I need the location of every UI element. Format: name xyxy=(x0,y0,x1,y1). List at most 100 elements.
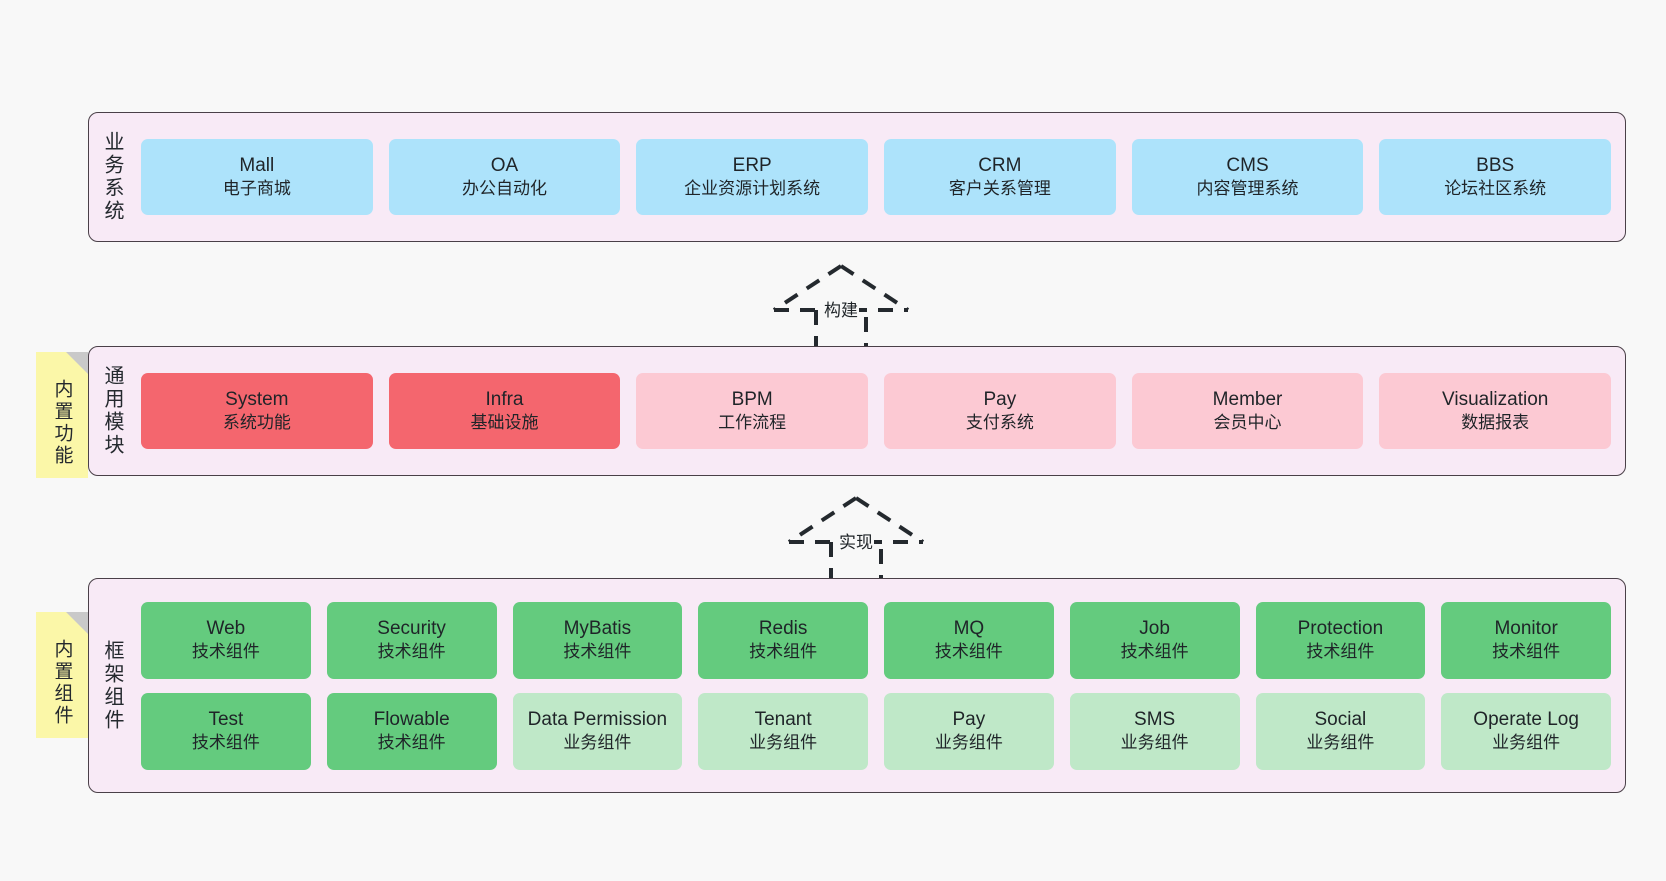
layer-business-systems: 业务系统 Mall 电子商城 OA 办公自动化 ERP 企业资源计划系统 CRM… xyxy=(88,112,1626,242)
component-subtitle: 技术组件 xyxy=(377,733,446,753)
component-name: Flowable xyxy=(373,709,450,731)
module-row: Mall 电子商城 OA 办公自动化 ERP 企业资源计划系统 CRM 客户关系… xyxy=(141,139,1612,215)
component-subtitle: 技术组件 xyxy=(934,642,1003,662)
module-erp[interactable]: ERP 企业资源计划系统 xyxy=(636,139,869,215)
component-subtitle: 技术组件 xyxy=(1306,642,1375,662)
module-bpm[interactable]: BPM 工作流程 xyxy=(636,373,869,449)
note-label: 内置组件 xyxy=(51,639,73,727)
component-subtitle: 业务组件 xyxy=(563,733,632,753)
module-mall[interactable]: Mall 电子商城 xyxy=(141,139,373,215)
module-row: Test 技术组件 Flowable 技术组件 Data Permission … xyxy=(141,692,1611,770)
component-subtitle: 技术组件 xyxy=(1120,642,1189,662)
layer-title-framework-components: 框架组件 xyxy=(101,639,123,732)
component-social[interactable]: Social 业务组件 xyxy=(1255,692,1426,770)
module-member[interactable]: Member 会员中心 xyxy=(1131,373,1364,449)
module-row: Web 技术组件 Security 技术组件 MyBatis 技术组件 Redi… xyxy=(141,601,1611,679)
module-subtitle: 数据报表 xyxy=(1461,413,1530,433)
component-subtitle: 业务组件 xyxy=(1492,733,1561,753)
component-mybatis[interactable]: MyBatis 技术组件 xyxy=(512,601,683,679)
module-crm[interactable]: CRM 客户关系管理 xyxy=(884,139,1116,215)
module-subtitle: 工作流程 xyxy=(718,413,787,433)
module-name: Infra xyxy=(485,389,524,411)
note-label: 内置功能 xyxy=(51,379,73,467)
module-subtitle: 论坛社区系统 xyxy=(1444,179,1547,199)
component-mq[interactable]: MQ 技术组件 xyxy=(884,601,1054,679)
module-subtitle: 会员中心 xyxy=(1213,413,1282,433)
component-subtitle: 业务组件 xyxy=(1306,733,1375,753)
layer-framework-components: 框架组件 Web 技术组件 Security 技术组件 MyBatis 技术组件… xyxy=(88,578,1626,793)
module-name: System xyxy=(225,389,289,411)
connector-label: 构建 xyxy=(823,301,859,321)
component-job[interactable]: Job 技术组件 xyxy=(1069,601,1240,679)
component-name: MyBatis xyxy=(563,618,632,640)
component-name: Redis xyxy=(758,618,808,640)
component-web[interactable]: Web 技术组件 xyxy=(141,601,311,679)
component-security[interactable]: Security 技术组件 xyxy=(326,601,497,679)
module-bbs[interactable]: BBS 论坛社区系统 xyxy=(1379,139,1612,215)
component-subtitle: 技术组件 xyxy=(191,733,260,753)
connector-implement: 实现 xyxy=(771,490,941,585)
layer-title-common-modules: 通用模块 xyxy=(101,365,123,457)
module-system[interactable]: System 系统功能 xyxy=(141,373,373,449)
note-builtin-features: 内置功能 xyxy=(36,352,88,478)
module-name: BBS xyxy=(1476,155,1515,177)
component-subtitle: 技术组件 xyxy=(1492,642,1561,662)
module-subtitle: 内容管理系统 xyxy=(1196,179,1299,199)
connector-label: 实现 xyxy=(838,533,874,553)
module-infra[interactable]: Infra 基础设施 xyxy=(388,373,621,449)
module-name: Member xyxy=(1212,389,1283,411)
module-name: OA xyxy=(490,155,519,177)
component-name: Security xyxy=(377,618,446,640)
module-subtitle: 客户关系管理 xyxy=(948,179,1051,199)
component-name: Data Permission xyxy=(527,709,668,731)
layer-title-business-systems: 业务系统 xyxy=(101,131,123,223)
component-subtitle: 技术组件 xyxy=(377,642,446,662)
layer-body-framework-components: Web 技术组件 Security 技术组件 MyBatis 技术组件 Redi… xyxy=(135,579,1625,792)
module-name: CMS xyxy=(1226,155,1269,177)
module-subtitle: 企业资源计划系统 xyxy=(684,179,821,199)
component-name: Monitor xyxy=(1494,618,1558,640)
module-name: Visualization xyxy=(1442,389,1549,411)
component-name: Protection xyxy=(1297,618,1384,640)
connector-build: 构建 xyxy=(756,258,926,353)
module-pay[interactable]: Pay 支付系统 xyxy=(884,373,1116,449)
component-name: MQ xyxy=(953,618,985,640)
component-subtitle: 业务组件 xyxy=(749,733,818,753)
module-row: System 系统功能 Infra 基础设施 BPM 工作流程 Pay 支付系统… xyxy=(141,373,1612,449)
module-subtitle: 电子商城 xyxy=(222,179,291,199)
component-name: Test xyxy=(208,709,244,731)
component-name: Social xyxy=(1314,709,1367,731)
module-name: CRM xyxy=(978,155,1022,177)
component-subtitle: 业务组件 xyxy=(934,733,1003,753)
component-name: Job xyxy=(1139,618,1170,640)
component-flowable[interactable]: Flowable 技术组件 xyxy=(326,692,497,770)
module-name: Mall xyxy=(239,155,275,177)
component-subtitle: 业务组件 xyxy=(1120,733,1189,753)
component-subtitle: 技术组件 xyxy=(563,642,632,662)
module-visualization[interactable]: Visualization 数据报表 xyxy=(1379,373,1612,449)
module-cms[interactable]: CMS 内容管理系统 xyxy=(1131,139,1364,215)
component-sms[interactable]: SMS 业务组件 xyxy=(1069,692,1240,770)
module-subtitle: 系统功能 xyxy=(222,413,291,433)
note-builtin-components: 内置组件 xyxy=(36,612,88,738)
module-name: Pay xyxy=(983,389,1017,411)
component-data-permission[interactable]: Data Permission 业务组件 xyxy=(512,692,683,770)
component-name: SMS xyxy=(1134,709,1176,731)
component-pay[interactable]: Pay 业务组件 xyxy=(884,692,1054,770)
component-name: Operate Log xyxy=(1473,709,1579,731)
layer-body-common-modules: System 系统功能 Infra 基础设施 BPM 工作流程 Pay 支付系统… xyxy=(135,347,1625,475)
component-protection[interactable]: Protection 技术组件 xyxy=(1255,601,1426,679)
component-monitor[interactable]: Monitor 技术组件 xyxy=(1441,601,1611,679)
component-name: Tenant xyxy=(754,709,812,731)
component-operate-log[interactable]: Operate Log 业务组件 xyxy=(1441,692,1611,770)
module-name: BPM xyxy=(731,389,773,411)
component-test[interactable]: Test 技术组件 xyxy=(141,692,311,770)
module-oa[interactable]: OA 办公自动化 xyxy=(388,139,621,215)
component-tenant[interactable]: Tenant 业务组件 xyxy=(698,692,868,770)
component-subtitle: 技术组件 xyxy=(749,642,818,662)
component-subtitle: 技术组件 xyxy=(191,642,260,662)
component-redis[interactable]: Redis 技术组件 xyxy=(698,601,868,679)
layer-common-modules: 通用模块 System 系统功能 Infra 基础设施 BPM 工作流程 Pay… xyxy=(88,346,1626,476)
module-subtitle: 办公自动化 xyxy=(462,179,547,199)
